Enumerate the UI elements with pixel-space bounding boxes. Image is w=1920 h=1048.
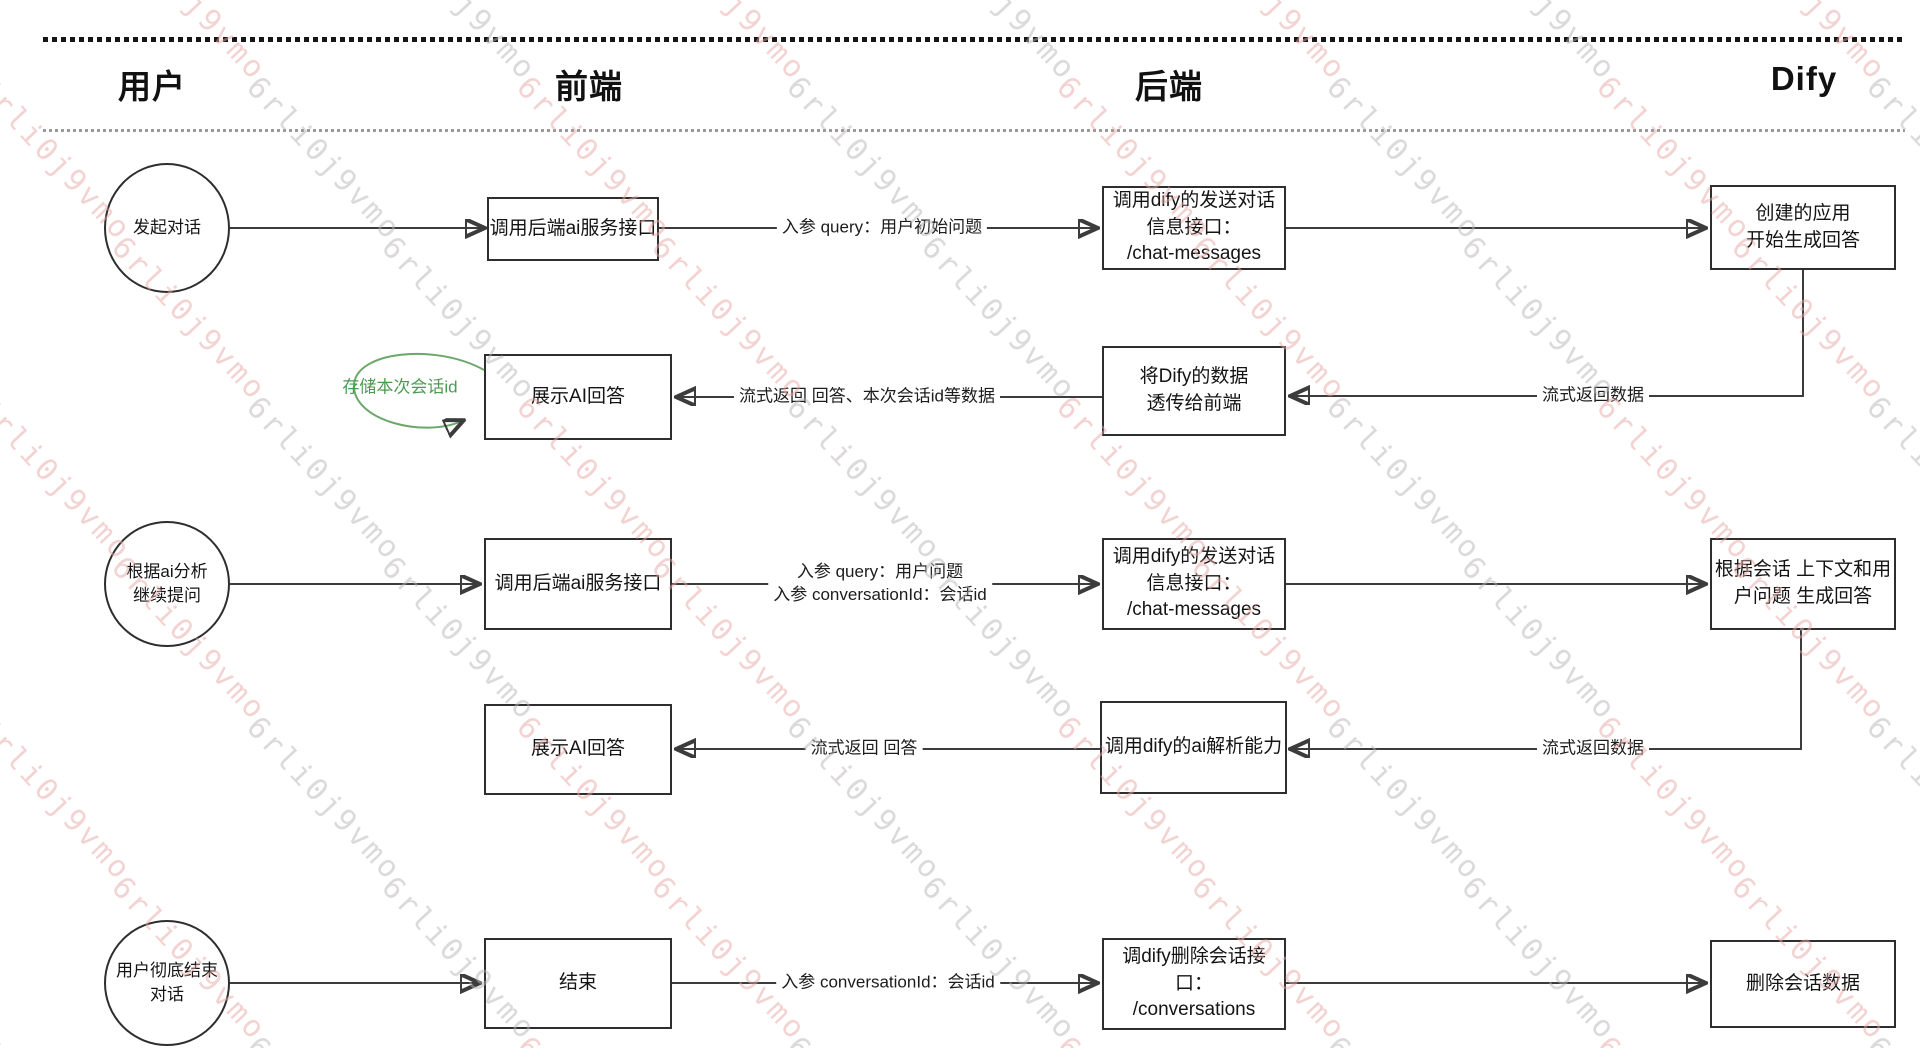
edge-label-store-conversation-id: 存储本次会话id bbox=[342, 377, 458, 397]
edge-label-r2-stream-return-answer-id: 流式返回 回答、本次会话id等数据 bbox=[734, 385, 1000, 409]
arrow-r3-dify-return-to-backend bbox=[1292, 630, 1802, 749]
top-dashed-divider bbox=[43, 37, 1905, 42]
lane-header-user: 用户 bbox=[118, 68, 186, 105]
node-r5-delete-conversation-data: 删除会话数据 bbox=[1710, 940, 1896, 1028]
edge-label-r4-stream-return-answer: 流式返回 回答 bbox=[805, 737, 923, 761]
node-start-conversation: 发起对话 bbox=[104, 163, 230, 293]
node-r5-call-dify-delete-conversation: 调dify删除会话接口： /conversations bbox=[1102, 938, 1286, 1030]
node-r1-dify-generate-answer: 创建的应用 开始生成回答 bbox=[1710, 185, 1896, 270]
node-r4-show-ai-answer: 展示AI回答 bbox=[484, 704, 672, 795]
arrow-store-conversation-id-loop bbox=[352, 352, 485, 428]
node-r1-call-dify-chat-messages: 调用dify的发送对话信息接口： /chat-messages bbox=[1102, 186, 1286, 270]
header-dashed-divider bbox=[43, 129, 1905, 132]
edge-label-r1-stream-return-data: 流式返回数据 bbox=[1537, 384, 1649, 408]
node-r3-dify-context-answer: 根据会话 上下文和用户问题 生成回答 bbox=[1710, 538, 1896, 630]
edge-label-r5-conversation-id: 入参 conversationId：会话id bbox=[776, 971, 1000, 995]
node-end-conversation: 用户彻底结束 对话 bbox=[104, 920, 230, 1046]
edge-label-r3-query-and-conversation-id: 入参 query：用户问题 入参 conversationId：会话id bbox=[768, 561, 992, 607]
node-r3-call-backend-ai-api: 调用后端ai服务接口 bbox=[484, 538, 672, 630]
node-r1-call-backend-ai-api: 调用后端ai服务接口 bbox=[487, 197, 659, 261]
node-r4-call-dify-ai-parsing: 调用dify的ai解析能力 bbox=[1100, 701, 1287, 794]
lane-header-frontend: 前端 bbox=[555, 68, 623, 105]
arrow-r1-dify-return-to-backend bbox=[1292, 270, 1804, 396]
lane-header-backend: 后端 bbox=[1135, 68, 1203, 105]
node-continue-question: 根据ai分析 继续提问 bbox=[104, 521, 230, 647]
node-r5-end: 结束 bbox=[484, 938, 672, 1029]
node-r3-call-dify-chat-messages: 调用dify的发送对话信息接口： /chat-messages bbox=[1102, 538, 1286, 630]
node-r2-show-ai-answer: 展示AI回答 bbox=[484, 354, 672, 440]
edge-label-r3-stream-return-data: 流式返回数据 bbox=[1537, 737, 1649, 761]
edge-label-r1-query-initial-question: 入参 query：用户初始问题 bbox=[776, 216, 988, 240]
node-r2-passthrough-dify-data: 将Dify的数据 透传给前端 bbox=[1102, 346, 1286, 436]
lane-header-dify: Dify bbox=[1770, 60, 1838, 97]
